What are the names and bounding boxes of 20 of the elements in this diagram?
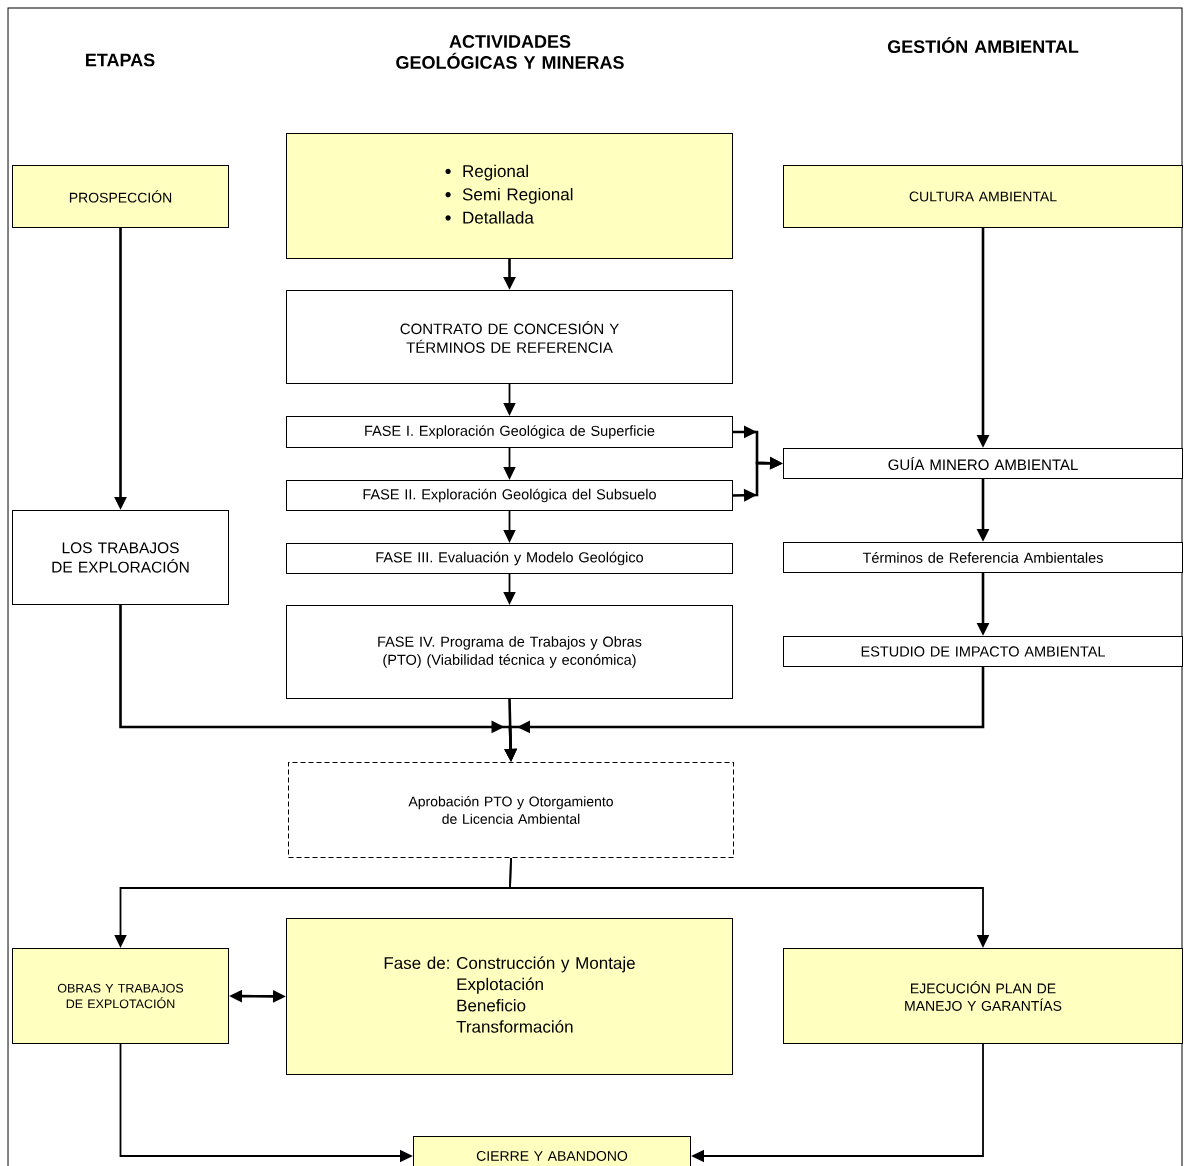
process-box: FASE II. Exploración Geológica del Subsuelo [286, 480, 733, 511]
column-heading: GESTIÓN AMBIENTAL [887, 36, 1079, 54]
process-box: Términos de Referencia Ambientales [783, 542, 1183, 573]
process-box: CULTURA AMBIENTAL [783, 165, 1183, 228]
process-box: LOS TRABAJOS DE EXPLORACIÓN [12, 510, 229, 605]
process-box: FASE III. Evaluación y Modelo Geológico [286, 543, 733, 574]
process-box: GUÍA MINERO AMBIENTAL [783, 448, 1183, 479]
process-box: CONTRATO DE CONCESIÓN Y TÉRMINOS DE REFERENCIA [286, 290, 733, 384]
process-box: Fase de: Construcción y Montaje Explotación Beneficio Transformación [286, 918, 733, 1075]
process-box: PROSPECCIÓN [12, 165, 229, 228]
process-box: OBRAS Y TRABAJOS DE EXPLOTACIÓN [12, 948, 229, 1044]
process-box: CIERRE Y ABANDONO [413, 1136, 691, 1166]
process-box: Regional Semi Regional Detallada [286, 133, 733, 259]
column-heading: ACTIVIDADES GEOLÓGICAS Y MINERAS [396, 35, 624, 69]
process-box: FASE IV. Programa de Trabajos y Obras (PTO) (Viabilidad técnica y económica) [286, 605, 733, 699]
process-box: Aprobación PTO y Otorgamiento de Licencia Ambiental [288, 762, 734, 858]
process-box: EJECUCIÓN PLAN DE MANEJO Y GARANTÍAS [783, 948, 1183, 1044]
process-box: FASE I. Exploración Geológica de Superficie [286, 416, 733, 448]
process-box: ESTUDIO DE IMPACTO AMBIENTAL [783, 636, 1183, 667]
column-heading: ETAPAS [86, 53, 155, 67]
